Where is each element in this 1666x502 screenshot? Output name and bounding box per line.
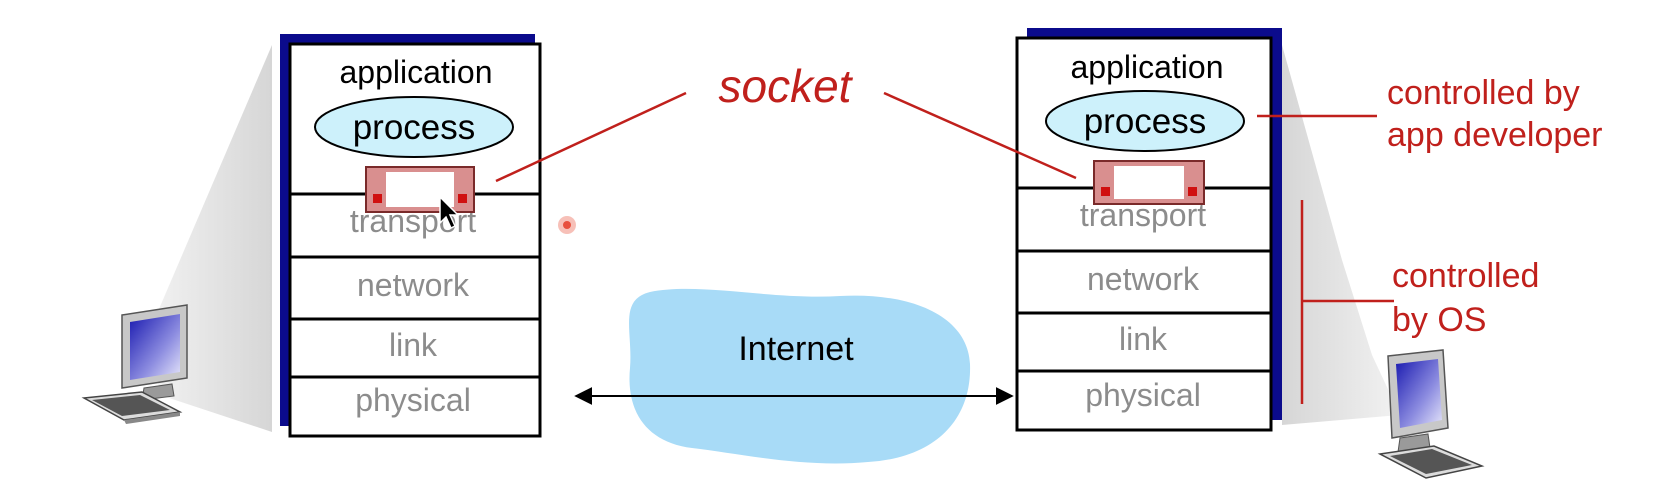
pointer-highlight-dot	[558, 216, 576, 234]
os-label-line1: controlled	[1392, 257, 1539, 295]
left-process-oval	[314, 96, 514, 158]
left-application-label: application	[340, 54, 493, 90]
right-application-label: application	[1071, 49, 1224, 85]
right-layer-network: network	[1087, 261, 1200, 297]
left-socket	[365, 166, 475, 213]
app-developer-label-line1: controlled by	[1387, 74, 1580, 112]
right-layer-link: link	[1119, 321, 1168, 357]
right-process-oval	[1045, 90, 1245, 152]
left-layer-link: link	[389, 327, 438, 363]
socket-label: socket	[719, 60, 854, 112]
computer-icon	[1377, 349, 1485, 479]
right-view-beam	[1282, 45, 1400, 425]
internet-label: Internet	[738, 330, 854, 368]
socket-pointer-right	[883, 91, 1077, 180]
left-layer-physical: physical	[355, 382, 471, 418]
socket-pointer-left	[495, 91, 687, 183]
left-process-label: process	[353, 108, 476, 147]
internet-cloud	[629, 288, 971, 464]
app-developer-label-line2: app developer	[1387, 116, 1603, 154]
os-label-line2: by OS	[1392, 301, 1486, 339]
right-layer-physical: physical	[1085, 377, 1201, 413]
left-host: application process transport network li…	[81, 34, 542, 438]
mouse-cursor-icon	[439, 195, 460, 230]
right-host: application process transport network li…	[1015, 28, 1485, 479]
left-layer-network: network	[357, 267, 470, 303]
right-socket	[1093, 160, 1205, 205]
computer-icon	[81, 304, 188, 424]
right-process-label: process	[1084, 102, 1207, 141]
